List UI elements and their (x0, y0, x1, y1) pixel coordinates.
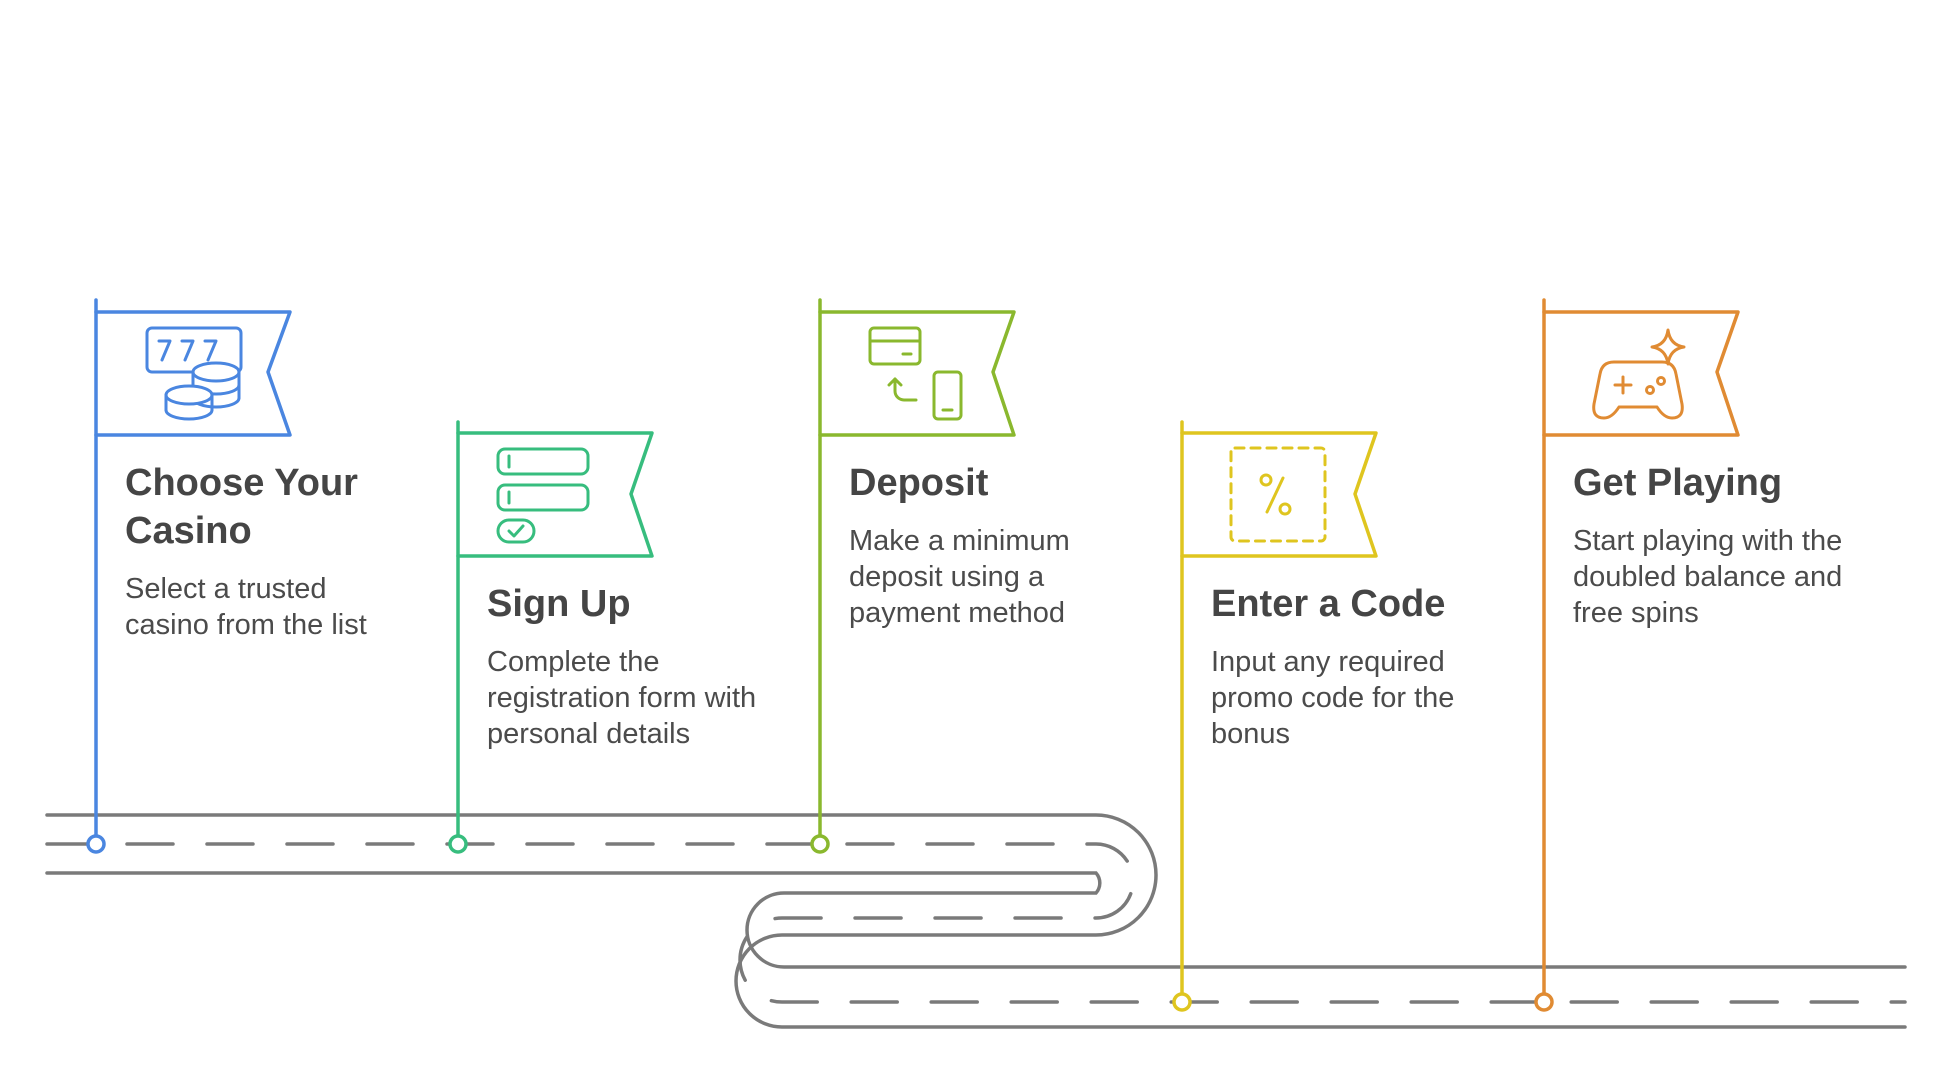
registration-form-icon (496, 447, 590, 544)
step-5-text: Get Playing Start playing with the doubl… (1573, 459, 1863, 631)
road-milestone-dot (1172, 992, 1192, 1012)
flag-banner (94, 310, 292, 437)
road-milestone-dot (810, 834, 830, 854)
step-description: Make a minimum deposit using a payment m… (849, 525, 1070, 629)
step-description: Start playing with the doubled balance a… (1573, 525, 1843, 629)
flag-banner (818, 310, 1016, 437)
percent-coupon-icon (1229, 446, 1327, 543)
road-milestone-dot (1534, 992, 1554, 1012)
step-2-text: Sign Up Complete the registration form w… (487, 580, 777, 752)
flag-banner (1542, 310, 1740, 437)
step-description: Select a trusted casino from the list (125, 573, 367, 641)
step-title: Enter a Code (1211, 583, 1446, 625)
step-4-text: Enter a Code Input any required promo co… (1211, 580, 1501, 752)
step-5-marker (1534, 298, 1740, 1012)
step-title: Choose Your Casino (125, 462, 358, 552)
game-controller-sparkle-icon (1592, 328, 1686, 420)
road-outer-edge (45, 813, 1907, 1029)
step-3-marker (810, 298, 1016, 854)
road-inner-edge (45, 871, 1907, 969)
flag-banner (456, 431, 654, 558)
winding-road (45, 813, 1907, 1029)
step-title: Get Playing (1573, 462, 1783, 504)
step-title: Deposit (849, 462, 989, 504)
step-4-marker (1172, 420, 1378, 1012)
step-1-text: Choose Your Casino Select a trusted casi… (125, 459, 415, 643)
road-milestone-dot (86, 834, 106, 854)
flag-banner (1180, 431, 1378, 558)
step-description: Input any required promo code for the bo… (1211, 646, 1455, 750)
card-to-phone-payment-icon (868, 326, 963, 421)
step-2-marker (448, 420, 654, 854)
step-1-marker (86, 298, 292, 854)
road-center-dashes (45, 842, 1907, 1004)
road-milestone-dot (448, 834, 468, 854)
step-3-text: Deposit Make a minimum deposit using a p… (849, 459, 1139, 631)
step-title: Sign Up (487, 583, 631, 625)
slot-machine-coins-icon (145, 326, 243, 421)
step-description: Complete the registration form with pers… (487, 646, 757, 750)
